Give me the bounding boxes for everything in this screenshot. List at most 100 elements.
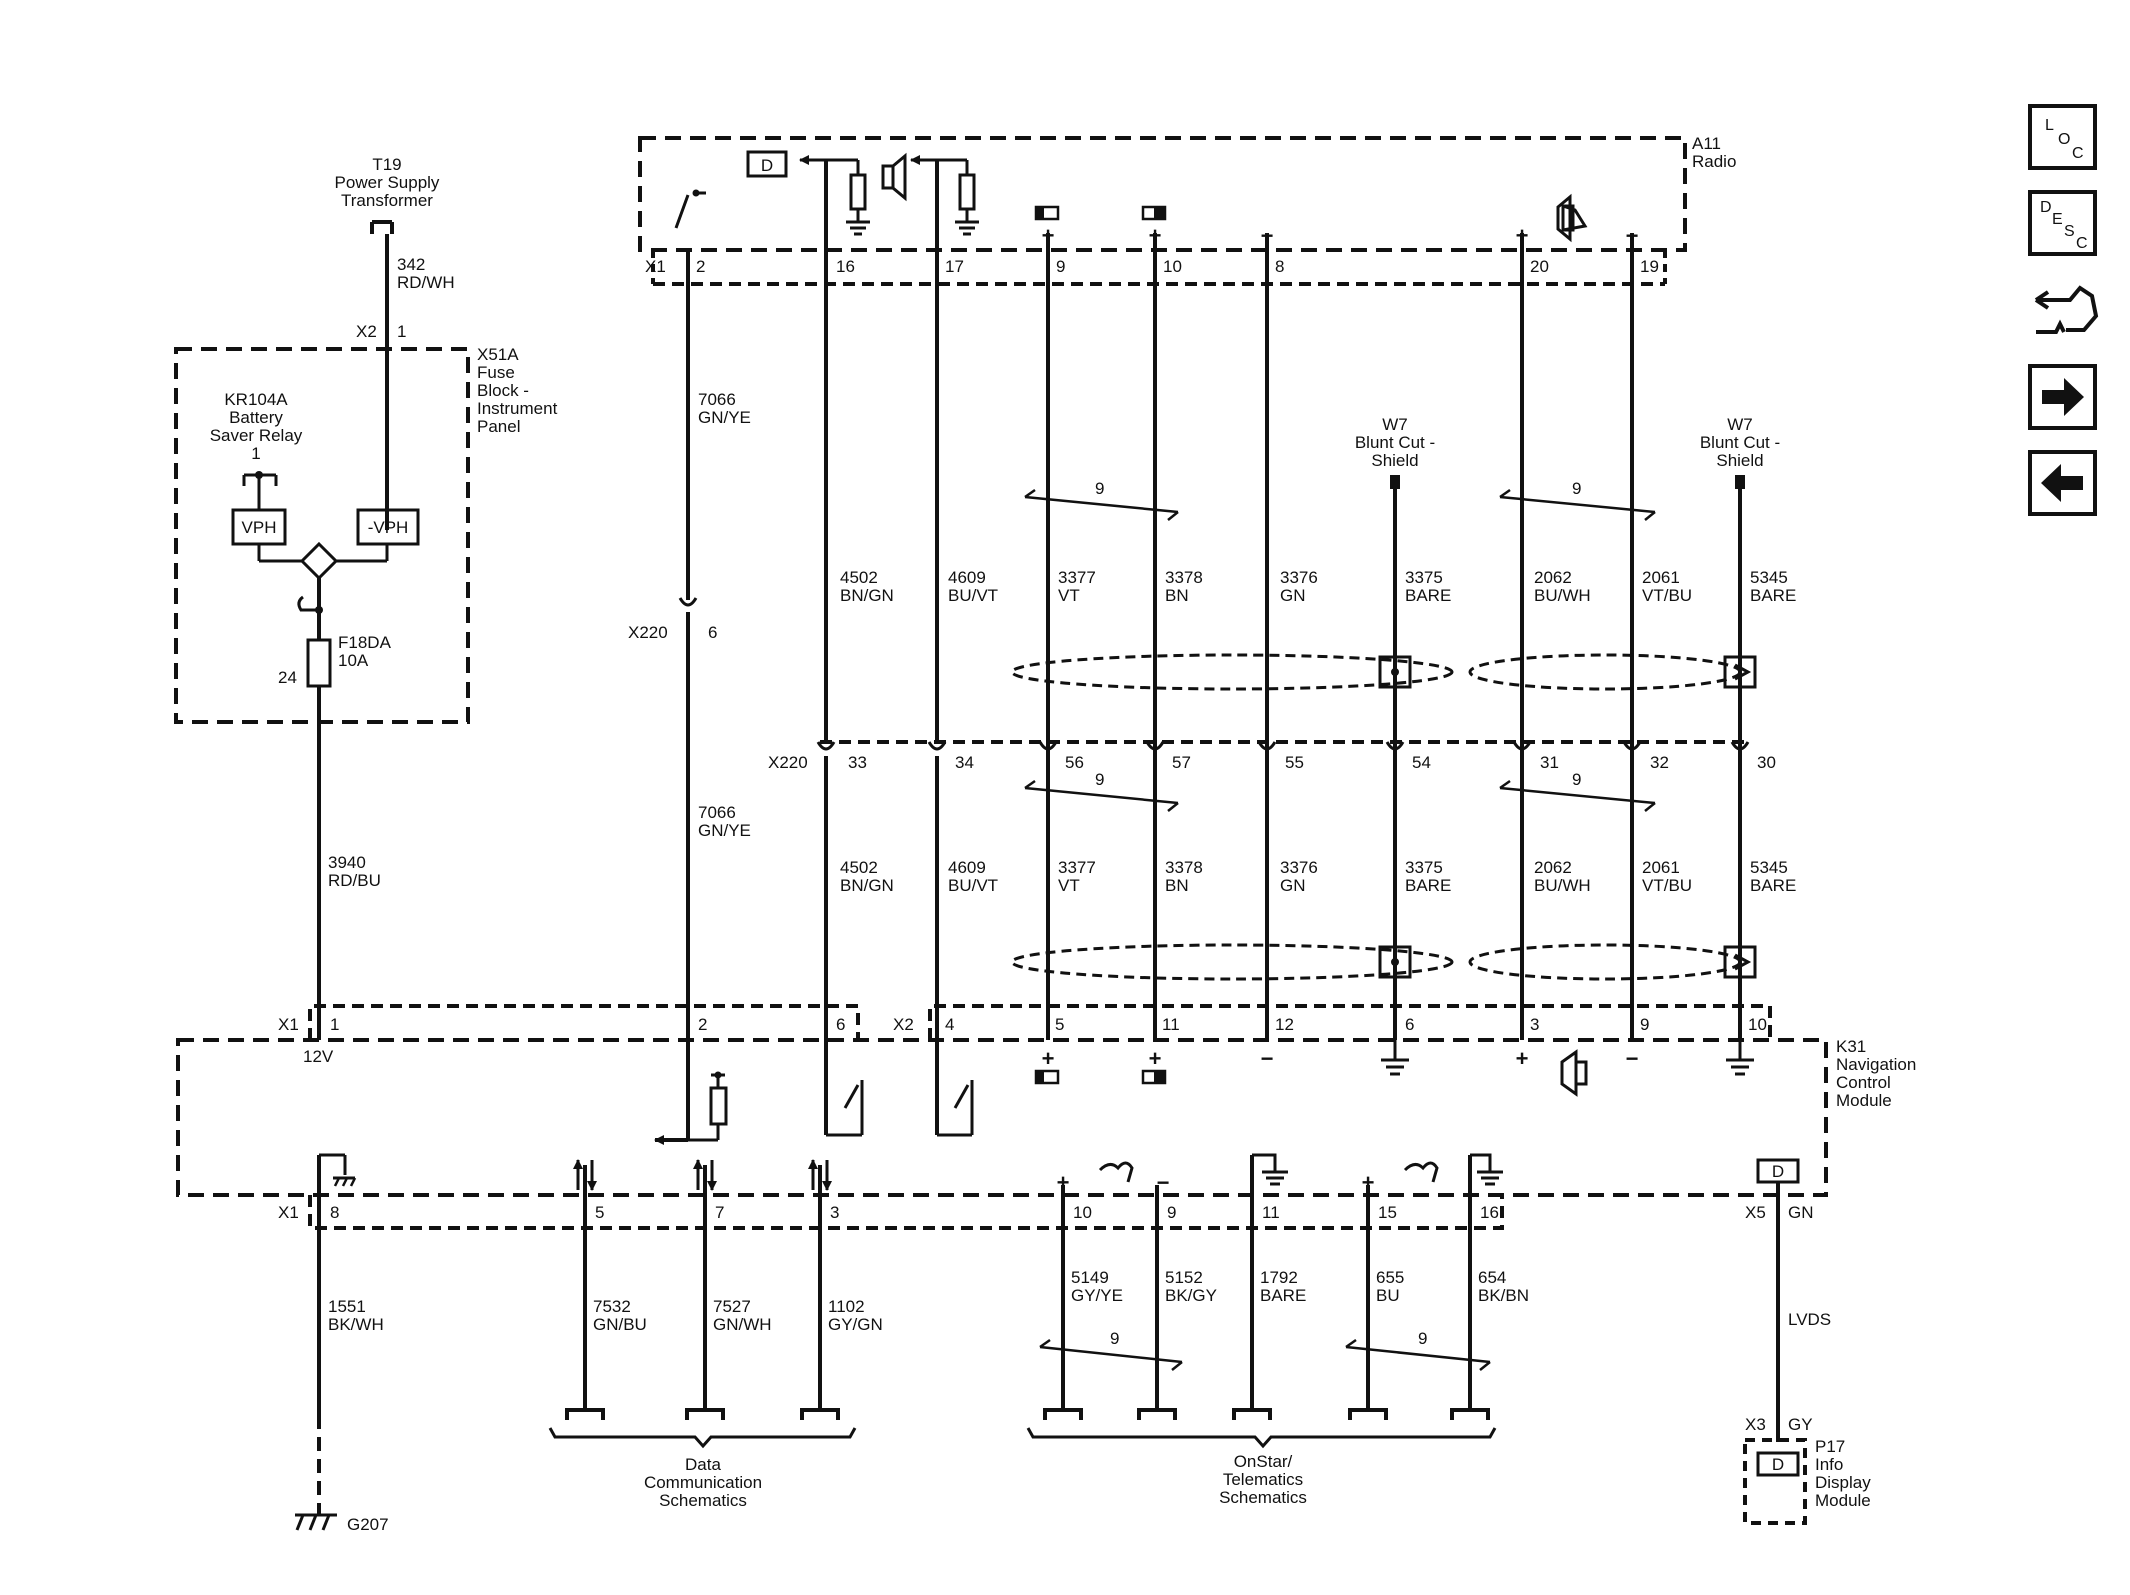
a11-minus-19: − [1626, 223, 1639, 248]
x220-pin-56: 56 [1065, 753, 1084, 772]
wire-3376-num-bottom: 3376 [1280, 858, 1318, 877]
x51a-label-5: Panel [477, 417, 520, 436]
wire-5345-num-top: 5345 [1750, 568, 1788, 587]
wire-4609-color-top: BU/VT [948, 586, 998, 605]
wire-4609-color-bottom: BU/VT [948, 876, 998, 895]
wire-3378-num-top: 3378 [1165, 568, 1203, 587]
wire-1551-color: BK/WH [328, 1315, 384, 1334]
a11-pin-20: 20 [1530, 257, 1549, 276]
twist-label-1: 9 [1095, 479, 1104, 498]
k31-label-3: Control [1836, 1073, 1891, 1092]
wire-5345-color-bottom: BARE [1750, 876, 1796, 895]
wire-7066-num-top: 7066 [698, 390, 736, 409]
p17-label-2: Info [1815, 1455, 1843, 1474]
k31-x2-pin-3: 3 [1530, 1015, 1539, 1034]
a11-x1-label: X1 [645, 257, 666, 276]
wire-2061-num-top: 2061 [1642, 568, 1680, 587]
wire-2062-num-top: 2062 [1534, 568, 1572, 587]
x220-label-inline: X220 [628, 623, 668, 642]
x3-gy: GY [1788, 1415, 1813, 1434]
k31-x2-pin-5: 5 [1055, 1015, 1064, 1034]
k31-bottom-pin-16: 16 [1480, 1203, 1499, 1222]
wire-3378-num-bottom: 3378 [1165, 858, 1203, 877]
wire-7532-num: 7532 [593, 1297, 631, 1316]
a11-plus-10: + [1149, 223, 1162, 248]
k31-bottom-pin-8: 8 [330, 1203, 339, 1222]
desc-letter-s: S [2064, 223, 2075, 240]
t19-label-1: T19 [372, 155, 401, 174]
pin-t19-x2: 1 [397, 322, 406, 341]
x220-pin-31: 31 [1540, 753, 1559, 772]
x51a-fuse-block-box [174, 347, 470, 724]
loc-letter-l: L [2045, 117, 2054, 134]
x51a-label-3: Block - [477, 381, 529, 400]
a11-pin-9: 9 [1056, 257, 1065, 276]
wire-2062-color-top: BU/WH [1534, 586, 1591, 605]
wire-lvds-label: LVDS [1788, 1310, 1831, 1329]
connector-end-view-icon[interactable] [2034, 285, 2099, 334]
relay-diamond [299, 541, 339, 581]
twist-label-6: 9 [1418, 1329, 1427, 1348]
wire-5149-num: 5149 [1071, 1268, 1109, 1287]
x220-pin-33: 33 [848, 753, 867, 772]
w7-label-1-b: W7 [1727, 415, 1753, 434]
fuse-pin: 24 [278, 668, 297, 687]
x220-label-row: X220 [768, 753, 808, 772]
wire-5345-num-bottom: 5345 [1750, 858, 1788, 877]
vph-label: VPH [242, 518, 277, 537]
k31-x2-pin-4: 4 [945, 1015, 954, 1034]
twist-label-4: 9 [1572, 770, 1581, 789]
wire-7066-color-top: GN/YE [698, 408, 751, 427]
arrow-left-button[interactable] [2028, 450, 2097, 516]
wire-3377-color-bottom: VT [1058, 876, 1080, 895]
wire-3378-color-bottom: BN [1165, 876, 1189, 895]
desc-button[interactable]: D E S C [2028, 190, 2097, 256]
k31-x5-gn: GN [1788, 1203, 1814, 1222]
k31-x2-pin-12: 12 [1275, 1015, 1294, 1034]
fuse-rating: 10A [338, 651, 369, 670]
k31-x2-pin-6: 6 [1405, 1015, 1414, 1034]
t19-label-2: Power Supply [335, 173, 440, 192]
wire-3377-num-bottom: 3377 [1058, 858, 1096, 877]
arrow-left-icon [2041, 464, 2083, 502]
wire-654-num: 654 [1478, 1268, 1506, 1287]
k31-display-letter: D [1772, 1162, 1784, 1181]
k31-bottom-pin-15: 15 [1378, 1203, 1397, 1222]
arrow-right-button[interactable] [2028, 364, 2097, 430]
wire-3375-color-top: BARE [1405, 586, 1451, 605]
wire-4502-color-bottom: BN/GN [840, 876, 894, 895]
wire-7532-color: GN/BU [593, 1315, 647, 1334]
k31-label-2: Navigation [1836, 1055, 1916, 1074]
data-comm-label-3: Schematics [659, 1491, 747, 1510]
a11-pin-10: 10 [1163, 257, 1182, 276]
wire-655-color: BU [1376, 1286, 1400, 1305]
onstar-label-3: Schematics [1219, 1488, 1307, 1507]
k31-navigation-box [176, 1038, 1828, 1197]
x220-pin-6: 6 [708, 623, 717, 642]
wire-1551-num: 1551 [328, 1297, 366, 1316]
t19-label-3: Transformer [341, 191, 433, 210]
wire-342-num: 342 [397, 255, 425, 274]
wire-342-color: RD/WH [397, 273, 455, 292]
k31-x1-bottom-label: X1 [278, 1203, 299, 1222]
twist-label-3: 9 [1095, 770, 1104, 789]
wire-3377-color-top: VT [1058, 586, 1080, 605]
onstar-label-1: OnStar/ [1234, 1452, 1293, 1471]
k31-x2-label: X2 [893, 1015, 914, 1034]
k31-x2-pin-9: 9 [1640, 1015, 1649, 1034]
k31-12v-label: 12V [303, 1047, 334, 1066]
p17-label-4: Module [1815, 1491, 1871, 1510]
x220-pin-34: 34 [955, 753, 974, 772]
k31-minus-9b: − [1157, 1170, 1170, 1195]
k31-bottom-pin-5: 5 [595, 1203, 604, 1222]
w7-label-3-a: Shield [1371, 451, 1418, 470]
wire-4502-color-top: BN/GN [840, 586, 894, 605]
kr104a-label-1: KR104A [224, 390, 288, 409]
wire-1792-color: BARE [1260, 1286, 1306, 1305]
p17-label-1: P17 [1815, 1437, 1845, 1456]
k31-label-4: Module [1836, 1091, 1892, 1110]
loc-button[interactable]: L O C [2028, 104, 2097, 170]
k31-minus-9: − [1626, 1046, 1639, 1071]
neg-vph-label: -VPH [368, 518, 409, 537]
